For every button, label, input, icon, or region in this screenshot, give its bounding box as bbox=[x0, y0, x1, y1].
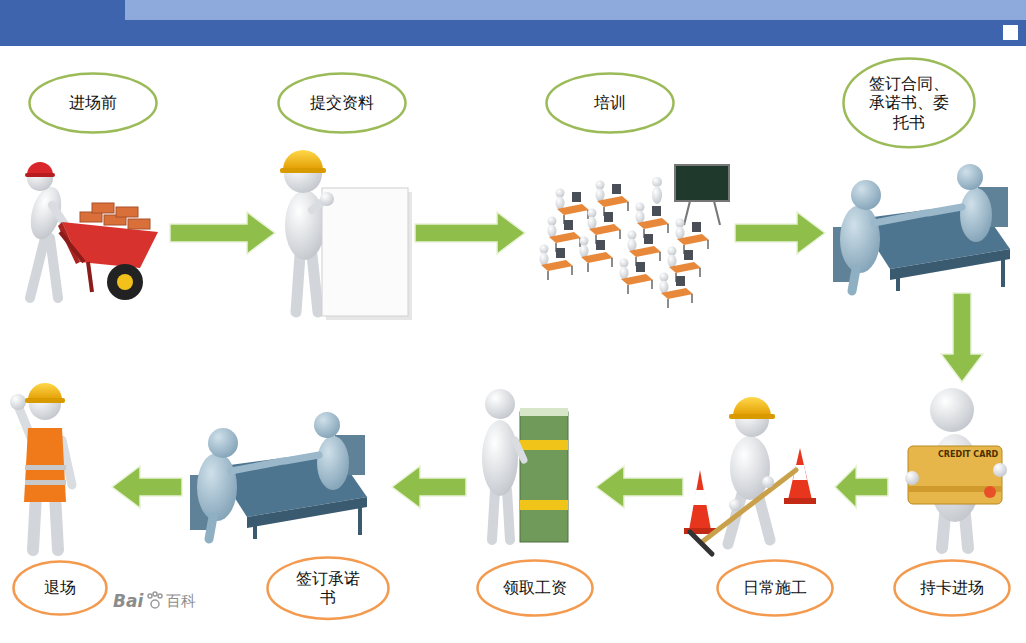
step-ellipse: 进场前 bbox=[28, 72, 158, 134]
step-ellipse: 退场 bbox=[12, 560, 108, 616]
leaving-worker bbox=[10, 383, 72, 550]
step-ellipse: 日常施工 bbox=[716, 559, 834, 617]
step-ellipse: 持卡进场 bbox=[893, 559, 1011, 617]
step-ellipse: 签订承诺书 bbox=[266, 556, 390, 620]
process-step: 签订合同、承诺书、委托书 bbox=[825, 52, 1015, 293]
step-label: 提交资料 bbox=[310, 93, 374, 112]
process-step: 进场前 bbox=[15, 66, 170, 308]
card-holder bbox=[905, 388, 1007, 548]
watermark: Bai bbox=[113, 592, 143, 611]
step-ellipse: 培训 bbox=[545, 72, 675, 134]
step-label: 日常施工 bbox=[743, 578, 807, 597]
step-label: 签订承诺书 bbox=[295, 569, 361, 607]
step-label: 进场前 bbox=[69, 93, 117, 112]
flow-arrow bbox=[392, 466, 466, 508]
step-label: 持卡进场 bbox=[920, 578, 984, 597]
flow-arrow bbox=[170, 212, 275, 254]
card-text: CREDIT CARD bbox=[938, 451, 998, 460]
step-label: 退场 bbox=[44, 578, 76, 597]
process-step: 提交资料 bbox=[275, 66, 415, 322]
flow-arrow bbox=[835, 466, 888, 508]
salary-worker bbox=[482, 389, 568, 542]
step-label: 培训 bbox=[594, 93, 626, 112]
flow-arrow bbox=[415, 212, 525, 254]
process-step: 持卡进场 bbox=[888, 382, 1016, 622]
classroom bbox=[540, 165, 730, 308]
header-bar bbox=[0, 0, 1026, 46]
watermark-paw bbox=[148, 592, 162, 608]
flow-arrow bbox=[112, 466, 182, 508]
meeting-scene bbox=[833, 164, 1010, 291]
paper-worker bbox=[280, 150, 412, 320]
step-label: 领取工资 bbox=[503, 578, 567, 597]
construction-worker bbox=[684, 397, 816, 554]
wheelbarrow-worker bbox=[25, 162, 158, 300]
flow-arrow bbox=[735, 212, 825, 254]
watermark: 百科 bbox=[166, 593, 196, 610]
process-step: 签订承诺书 bbox=[182, 398, 392, 622]
step-label: 签订合同、承诺书、委托书 bbox=[868, 74, 950, 132]
process-step: 培训 bbox=[525, 66, 735, 304]
flow-arrow bbox=[596, 466, 683, 508]
step-ellipse: 提交资料 bbox=[277, 72, 407, 134]
step-ellipse: 签订合同、承诺书、委托书 bbox=[842, 57, 976, 149]
flow-arrow bbox=[941, 293, 983, 382]
meeting-scene bbox=[190, 412, 367, 539]
process-step: 领取工资 bbox=[466, 382, 596, 622]
process-step: 日常施工 bbox=[683, 372, 835, 622]
step-ellipse: 领取工资 bbox=[476, 559, 594, 617]
process-step: 退场 bbox=[8, 372, 112, 622]
